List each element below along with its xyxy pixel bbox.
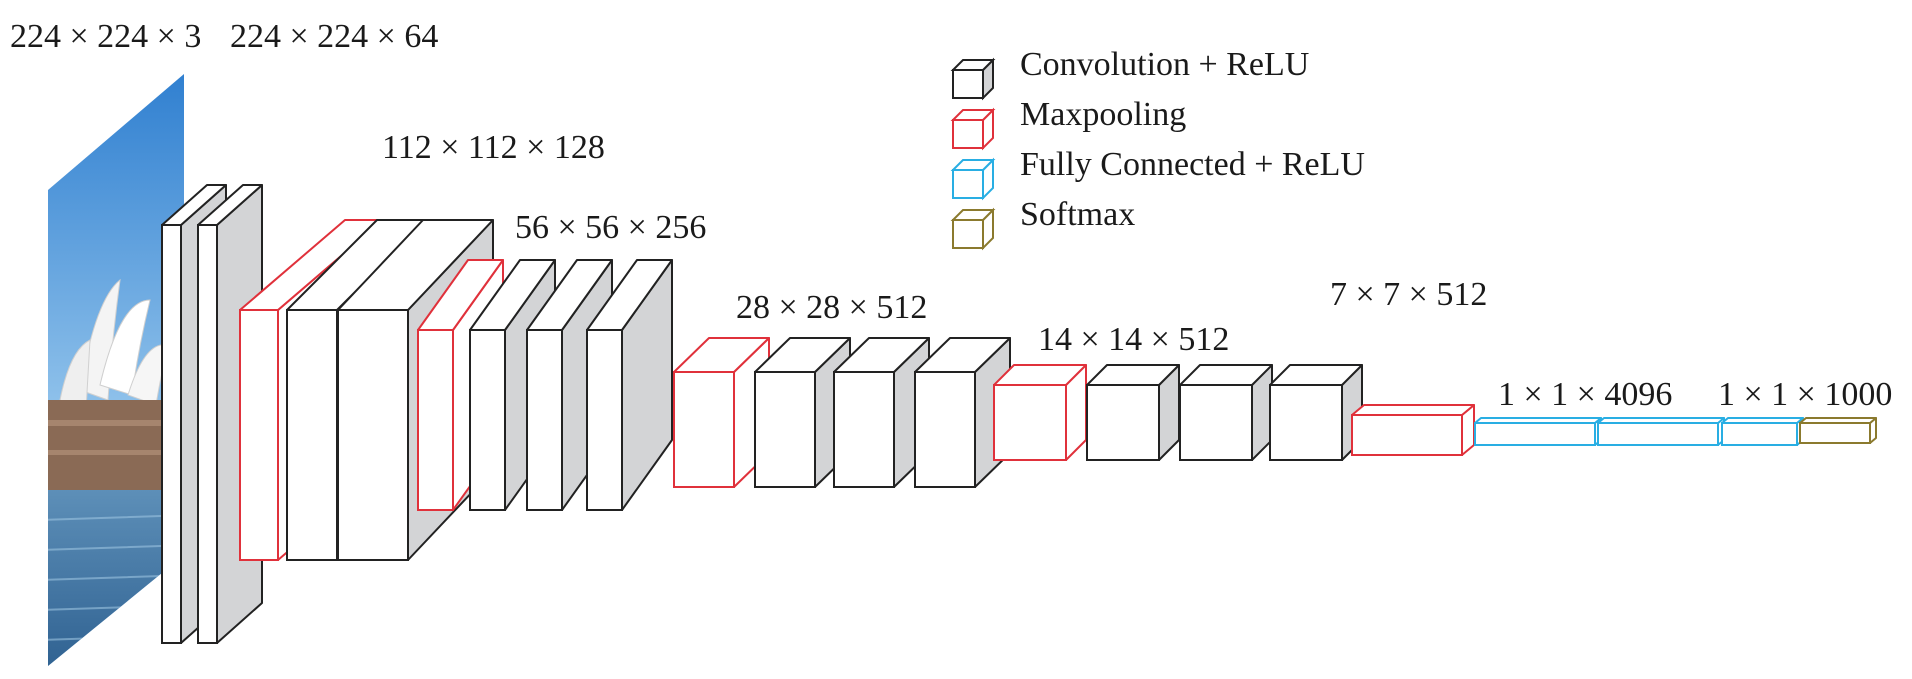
legend-item: Fully Connected + ReLU xyxy=(950,146,1365,201)
layer-front-face xyxy=(1351,414,1463,456)
layer-front-face xyxy=(586,329,623,511)
dimension-label: 1 × 1 × 4096 xyxy=(1498,376,1672,413)
dimension-label: 224 × 224 × 3 xyxy=(10,18,201,55)
layer-front-face xyxy=(1086,384,1160,461)
layer-stack xyxy=(161,184,1877,644)
layer-front-face xyxy=(197,224,218,644)
layer-front-face xyxy=(754,371,816,488)
layer-block-softmax xyxy=(1799,417,1877,444)
layer-front-face xyxy=(1597,422,1719,446)
layer-front-face xyxy=(417,329,454,511)
dimension-label: 28 × 28 × 512 xyxy=(736,289,927,326)
dimension-label: 14 × 14 × 512 xyxy=(1038,321,1229,358)
layer-front-face xyxy=(1474,422,1596,446)
dimension-label: 1 × 1 × 1000 xyxy=(1718,376,1892,413)
layer-front-face xyxy=(526,329,563,511)
layer-front-face xyxy=(914,371,976,488)
layer-block-conv xyxy=(914,337,1011,488)
layer-front-face xyxy=(1179,384,1253,461)
layer-front-face xyxy=(161,224,182,644)
legend-item: Softmax xyxy=(950,196,1135,251)
layer-front-face xyxy=(673,371,735,488)
cube-icon xyxy=(950,157,996,201)
layer-front-face xyxy=(1721,422,1798,446)
legend-label: Convolution + ReLU xyxy=(1020,46,1309,83)
layer-block-conv xyxy=(586,259,673,511)
layer-block-fc xyxy=(1721,417,1804,446)
cube-icon xyxy=(950,57,996,101)
layer-front-face xyxy=(239,309,279,561)
legend-item: Maxpooling xyxy=(950,96,1186,151)
legend-label: Fully Connected + ReLU xyxy=(1020,146,1365,183)
layer-block-pool xyxy=(993,364,1087,461)
dimension-label: 7 × 7 × 512 xyxy=(1330,276,1487,313)
layer-front-face xyxy=(469,329,506,511)
layer-front-face xyxy=(286,309,338,561)
cube-icon xyxy=(950,207,996,251)
layer-block-pool xyxy=(1351,404,1475,456)
layer-front-face xyxy=(833,371,895,488)
layer-block-fc xyxy=(1597,417,1725,446)
layer-front-face xyxy=(1269,384,1343,461)
layer-front-face xyxy=(337,309,409,561)
layer-block-conv xyxy=(1086,364,1180,461)
layer-front-face xyxy=(1799,422,1871,444)
layer-front-face xyxy=(993,384,1067,461)
dimension-label: 112 × 112 × 128 xyxy=(382,129,605,166)
dimension-label: 56 × 56 × 256 xyxy=(515,209,706,246)
legend-item: Convolution + ReLU xyxy=(950,46,1309,101)
layer-block-conv xyxy=(1179,364,1273,461)
layer-top-face xyxy=(1351,404,1475,416)
layer-block-conv xyxy=(1269,364,1363,461)
cube-icon xyxy=(950,107,996,151)
dimension-label: 224 × 224 × 64 xyxy=(230,18,438,55)
dimension-labels: 224 × 224 × 3 224 × 224 × 64 112 × 112 × 1… xyxy=(10,18,1892,413)
legend-label: Maxpooling xyxy=(1020,96,1186,133)
layer-block-fc xyxy=(1474,417,1602,446)
legend-label: Softmax xyxy=(1020,196,1135,233)
